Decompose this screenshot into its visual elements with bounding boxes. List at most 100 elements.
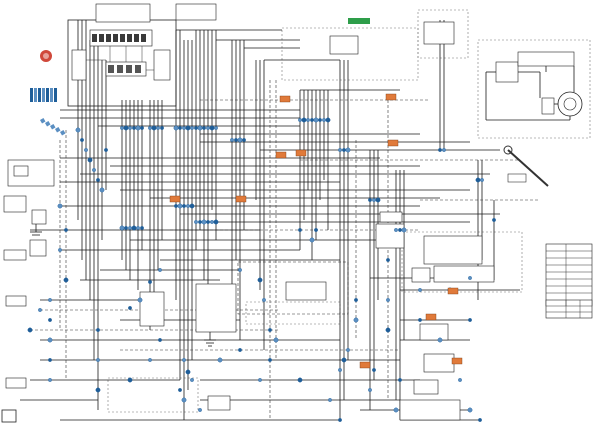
connector-dot (47, 337, 53, 343)
connector-dot (174, 204, 178, 208)
connector-dot (322, 118, 326, 122)
connector-dot (158, 268, 162, 272)
bottom-switch (207, 395, 231, 411)
connector-dot (148, 280, 152, 284)
connector-dot (104, 148, 108, 152)
relay-icon (31, 209, 47, 225)
connector-cluster (423, 235, 483, 265)
connector-dot (342, 148, 346, 152)
lamp-icon (419, 323, 449, 341)
connector-dot (301, 117, 307, 123)
connector-dot (354, 298, 358, 302)
connector-dot (127, 377, 133, 383)
connector-dot (96, 178, 100, 182)
connector-dot (258, 378, 262, 382)
connector-dot (181, 397, 187, 403)
connector-tag (169, 195, 181, 203)
connector-dot (48, 318, 52, 322)
ecu-side-connector-right (153, 49, 171, 81)
connector-dot (341, 357, 347, 363)
right-dashed-box (401, 231, 523, 293)
connector-dot (257, 277, 263, 283)
connector-tag (425, 313, 437, 321)
connector-dot (194, 126, 198, 130)
connector-dot (128, 226, 132, 230)
connector-dot (353, 317, 359, 323)
connector-dot (58, 248, 62, 252)
connector-dot (338, 368, 342, 372)
top-legend-box (95, 3, 151, 23)
ground-icon (30, 224, 216, 347)
connector-dot (128, 306, 132, 310)
connector-dot (87, 157, 93, 163)
horizontal-wires (20, 29, 520, 421)
connector-dot (38, 308, 42, 312)
connector-dot (182, 204, 186, 208)
connector-dot (123, 125, 129, 131)
alternator-icon (557, 91, 583, 117)
connector-pin (46, 88, 49, 102)
connector-dot (238, 348, 242, 352)
legend-table-small (545, 299, 593, 319)
connector-dots (27, 117, 496, 422)
connector-dot (96, 358, 100, 362)
right-relay-icon (375, 223, 405, 249)
ecm-box (517, 51, 575, 67)
connector-dot (96, 328, 100, 332)
connector-dot (346, 348, 350, 352)
sensor-inner (423, 21, 455, 45)
connector-dot (119, 225, 125, 231)
connector-dot (273, 337, 279, 343)
connector-dot (372, 198, 376, 202)
motor-icon (195, 283, 237, 333)
connector-dot (217, 357, 223, 363)
connector-dot (177, 203, 183, 209)
battery-icon (495, 61, 519, 83)
connector-dot (338, 148, 342, 152)
connector-tag (279, 95, 291, 103)
fuse-box-icon (285, 281, 327, 301)
connector-dot (80, 138, 84, 142)
connector-dot (148, 126, 152, 130)
connector-dot (313, 117, 319, 123)
connector-dot (186, 204, 190, 208)
connector-dot (368, 388, 372, 392)
connector-dot (442, 148, 446, 152)
connector-dot (132, 126, 136, 130)
sensor-box (3, 249, 27, 261)
connector-dot (95, 387, 101, 393)
connector-dot (386, 298, 390, 302)
left-connector-stack (30, 88, 66, 136)
connector-tag (295, 149, 307, 157)
connector-dot (372, 368, 376, 372)
connector-dot (206, 126, 210, 130)
connector-dot (401, 227, 407, 233)
connector-dot (27, 327, 33, 333)
connector-dot (194, 220, 198, 224)
connector-dot (458, 378, 462, 382)
alternator-wiring (485, 66, 575, 121)
connector-dot (48, 358, 52, 362)
orange-tags (169, 93, 463, 369)
connector-dot (57, 203, 63, 209)
connector-dot (328, 398, 332, 402)
connector-dot (64, 228, 68, 232)
connector-dot (310, 118, 314, 122)
connector-dot (202, 126, 206, 130)
connector-tag (385, 93, 397, 101)
connector-dot (198, 220, 202, 224)
connector-pin (54, 88, 57, 102)
connector-tag (235, 195, 247, 203)
connector-dot (210, 220, 214, 224)
fuel-pump-icon (139, 291, 165, 327)
connector-tag (387, 139, 399, 147)
connector-dot (468, 318, 472, 322)
right-lower-box (423, 353, 455, 373)
right-lower-box-2 (413, 379, 439, 395)
top-accent-badge (348, 18, 370, 24)
bottom-connector-box (107, 377, 199, 413)
connector-dot (475, 177, 481, 183)
connector-dot (298, 118, 302, 122)
